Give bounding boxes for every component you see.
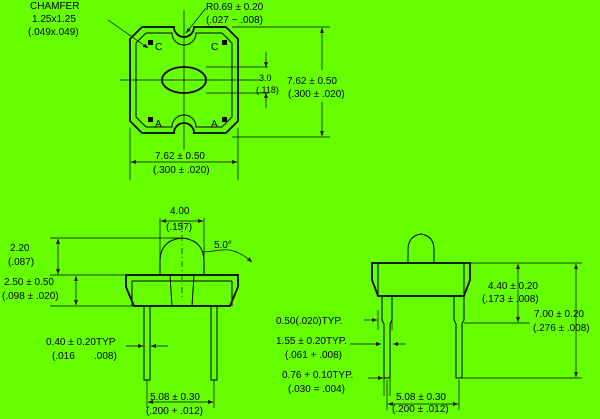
- tip-value: 0.76 + 0.10TYP.: [282, 370, 353, 381]
- top-view-pin-mark: [222, 117, 227, 122]
- front-view: 0.50(.020)TYP. 1.55 ± 0.20TYP. (.061 + .…: [276, 233, 590, 415]
- width-inch: (.300 ± .020): [153, 165, 210, 176]
- angle-leader: [203, 249, 223, 253]
- height-b-value: 7.00 ± 0.20: [534, 309, 584, 320]
- top-view-pin-mark: [148, 40, 153, 45]
- top-view-pin-label: C: [211, 42, 218, 53]
- height-a-value: 4.40 ± 0.20: [488, 281, 538, 292]
- front-pitch-inch: (.200 ± .012): [392, 404, 449, 415]
- tip-inch: (.030 = .004): [288, 384, 345, 395]
- body-height-inch: (.098 ± .020): [2, 291, 59, 302]
- side-view-lead: [210, 305, 218, 381]
- top-view-pin-label: C: [155, 42, 162, 53]
- side-view-dome: [159, 237, 205, 275]
- height-b-inch: (.276 ± .008): [533, 323, 590, 334]
- lens-value: 3.0: [259, 73, 272, 83]
- top-view-pin-label: A: [211, 119, 218, 130]
- dome-height-value: 2.20: [10, 243, 30, 254]
- chamfer-inch: (.049x.049): [28, 27, 79, 38]
- top-view-pin-mark: [222, 40, 227, 45]
- radius-leader: [185, 7, 207, 34]
- height-inch: (.300 ± .020): [288, 89, 345, 100]
- side-view-body: [125, 274, 239, 307]
- front-view-body: [371, 262, 471, 297]
- front-view-lead: [381, 296, 393, 379]
- pitch-value: 5.08 ± 0.30: [150, 392, 200, 403]
- pitch-inch: (.200 + .012): [146, 406, 203, 417]
- dome-value: 4.00: [170, 206, 190, 217]
- radius-value: R0.69 ± 0.20: [206, 2, 264, 13]
- chamfer-leader: [107, 19, 149, 49]
- shoulder-value: 1.55 ± 0.20TYP.: [276, 336, 347, 347]
- front-view-dome: [407, 233, 435, 263]
- width-value: 7.62 ± 0.50: [155, 151, 205, 162]
- body-height-value: 2.50 ± 0.50: [4, 277, 54, 288]
- dome-height-inch: (.087): [8, 257, 34, 268]
- angle-arc: [221, 249, 253, 263]
- lead-width-inch-b: .008): [94, 351, 117, 362]
- height-value: 7.62 ± 0.50: [287, 76, 337, 87]
- top-view-pin-mark: [148, 117, 153, 122]
- front-view-lead: [453, 296, 465, 379]
- lead-thick-value: 0.50(.020)TYP.: [276, 316, 343, 327]
- lead-width-inch-a: (.016: [52, 351, 75, 362]
- top-view-body-outline: [129, 26, 239, 134]
- angle-value: 5.0°: [214, 240, 232, 251]
- chamfer-value: 1.25x1.25: [32, 14, 76, 25]
- lens-inch: (.118): [256, 85, 279, 95]
- chamfer-title: CHAMFER: [30, 1, 79, 12]
- top-view-inner-outline: [135, 32, 233, 128]
- side-view: 4.00 (.157) 5.0° 2.20 (.087) 2.50 ± 0.50…: [2, 206, 253, 417]
- lead-width-value: 0.40 ± 0.20TYP: [46, 337, 116, 348]
- shoulder-inch: (.061 + .008): [285, 350, 342, 361]
- radius-inch: (.027 − .008): [206, 15, 263, 26]
- front-pitch-value: 5.08 ± 0.30: [396, 392, 446, 403]
- top-view-pin-label: A: [155, 119, 162, 130]
- dome-inch: (.157): [166, 222, 192, 233]
- height-a-inch: (.173 ± .008): [482, 294, 539, 305]
- top-view: C C A A CHAMFER 1.25x1.25 (.049x.049) R0…: [28, 1, 345, 180]
- side-view-lead: [143, 305, 151, 381]
